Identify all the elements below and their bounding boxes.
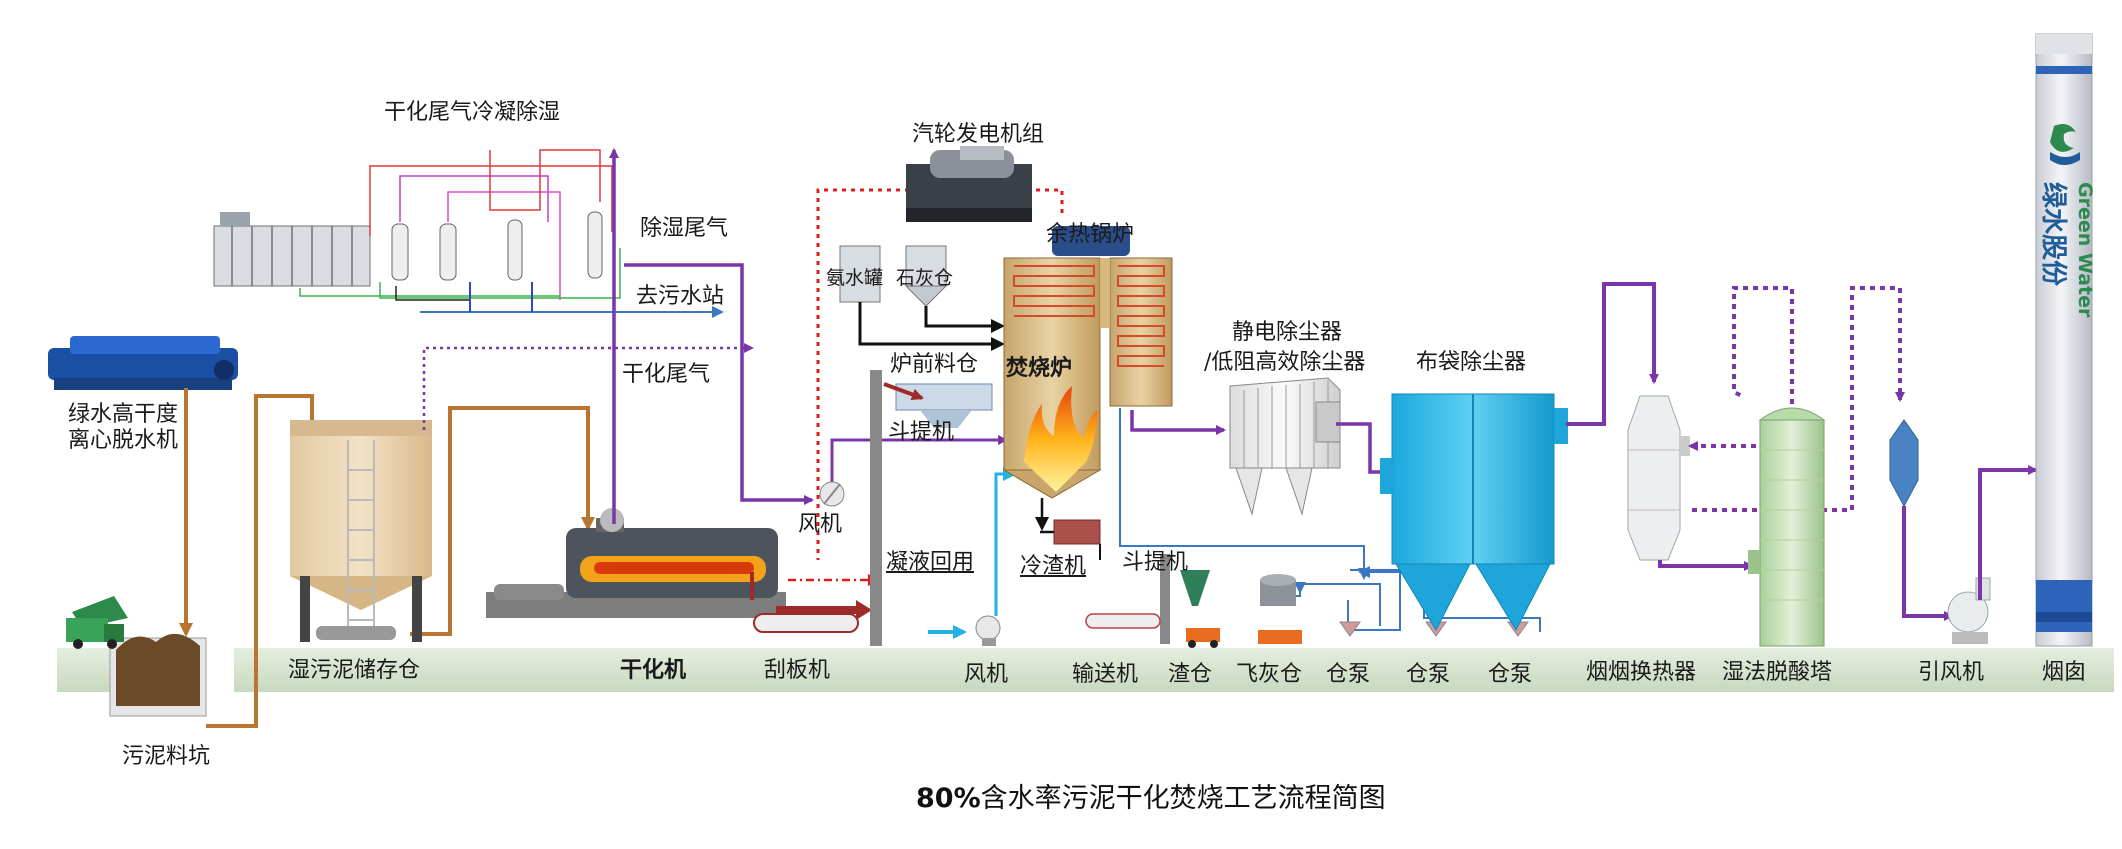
- brand-en: Green Water: [2074, 182, 2096, 318]
- slag-bin: [1180, 570, 1220, 648]
- caption-percent: 80%: [916, 783, 981, 814]
- brand-text: Green Water 绿水股份: [2037, 182, 2096, 317]
- label-silo-pump-2: 仓泵: [1406, 662, 1451, 687]
- label-id-fan: 引风机: [1918, 660, 1985, 685]
- label-scraper: 刮板机: [764, 658, 831, 683]
- sludge-pit: [109, 633, 207, 717]
- label-fly-ash-bin: 飞灰仓: [1236, 662, 1303, 687]
- label-ammonia-tank: 氨水罐: [826, 267, 884, 289]
- furnace-feed-bin: [883, 382, 993, 428]
- incinerator: [1002, 257, 1102, 499]
- ground-main: [234, 648, 2114, 692]
- fan-1: [819, 481, 845, 507]
- label-esp-line2: /低阻高效除尘器: [1204, 350, 1366, 375]
- conveyor: [1085, 613, 1161, 629]
- label-esp-line1: 静电除尘器: [1232, 320, 1343, 345]
- centrifuge: [48, 336, 238, 390]
- label-incinerator: 焚烧炉: [1006, 355, 1073, 381]
- label-waste-heat-boiler: 余热锅炉: [1046, 222, 1135, 247]
- label-centrifuge-line1: 绿水高干度: [68, 402, 179, 427]
- bag-filter: [1380, 393, 1568, 632]
- silo-pump-1: [1339, 621, 1361, 637]
- fly-ash-bin: [1258, 574, 1302, 644]
- label-condensate-reuse: 凝液回用: [886, 550, 975, 575]
- label-slag-cooler: 冷渣机: [1020, 554, 1087, 579]
- label-fan-1: 风机: [798, 512, 843, 537]
- bucket-elevator-2: [1160, 554, 1170, 644]
- label-dryer: 干化机: [620, 657, 687, 683]
- bucket-elevator-1: [870, 370, 882, 646]
- scraper-conveyor: [750, 572, 872, 633]
- id-fan: [1947, 577, 1991, 644]
- fan-2: [975, 615, 1001, 646]
- label-dryer-exhaust-condense: 干化尾气冷凝除湿: [384, 100, 561, 125]
- gas-gas-heat-exchanger: [1627, 395, 1690, 561]
- label-slag-bin: 渣仓: [1168, 662, 1213, 687]
- label-dehumid-exhaust: 除湿尾气: [640, 216, 729, 241]
- label-furnace-feed-bin: 炉前料仓: [890, 352, 979, 377]
- chimney: [2035, 33, 2093, 647]
- label-to-sewage-station: 去污水站: [636, 284, 725, 309]
- label-ggh: 烟烟换热器: [1586, 660, 1697, 685]
- label-sludge-pit: 污泥料坑: [122, 744, 211, 769]
- label-silo-pump-3: 仓泵: [1488, 662, 1533, 687]
- label-wet-scrubber: 湿法脱酸塔: [1722, 660, 1833, 685]
- esp: [1229, 377, 1341, 516]
- label-fan-2: 风机: [964, 662, 1009, 687]
- label-bag-filter: 布袋除尘器: [1416, 350, 1527, 375]
- label-bucket-elevator-1: 斗提机: [888, 420, 955, 445]
- label-wet-sludge-silo: 湿污泥储存仓: [288, 658, 421, 683]
- brand-cn: 绿水股份: [2038, 182, 2068, 287]
- label-lime-bin: 石灰仓: [896, 267, 954, 289]
- condensation-system: [213, 149, 724, 318]
- label-chimney: 烟囱: [2042, 660, 2087, 685]
- label-dryer-exhaust: 干化尾气: [622, 362, 711, 387]
- label-centrifuge-line2: 离心脱水机: [68, 428, 179, 453]
- slag-cooler: [1035, 498, 1101, 560]
- turbine-generator: [906, 146, 1032, 222]
- dryer: [486, 508, 786, 618]
- diagram-caption: 80%含水率污泥干化焚烧工艺流程简图: [916, 776, 1386, 815]
- damper: [1889, 419, 1919, 508]
- waste-heat-boiler: [1052, 226, 1173, 407]
- brand-logo: [2050, 124, 2080, 165]
- label-silo-pump-1: 仓泵: [1326, 662, 1371, 687]
- label-conveyor: 输送机: [1072, 662, 1139, 687]
- wet-sludge-silo: [290, 420, 432, 642]
- dump-truck: [66, 596, 128, 649]
- wet-scrubber: [1748, 407, 1826, 647]
- lime-bin: [904, 245, 948, 307]
- label-turbine-generator: 汽轮发电机组: [912, 122, 1045, 147]
- label-bucket-elevator-2: 斗提机: [1122, 550, 1189, 575]
- caption-text: 含水率污泥干化焚烧工艺流程简图: [980, 783, 1386, 814]
